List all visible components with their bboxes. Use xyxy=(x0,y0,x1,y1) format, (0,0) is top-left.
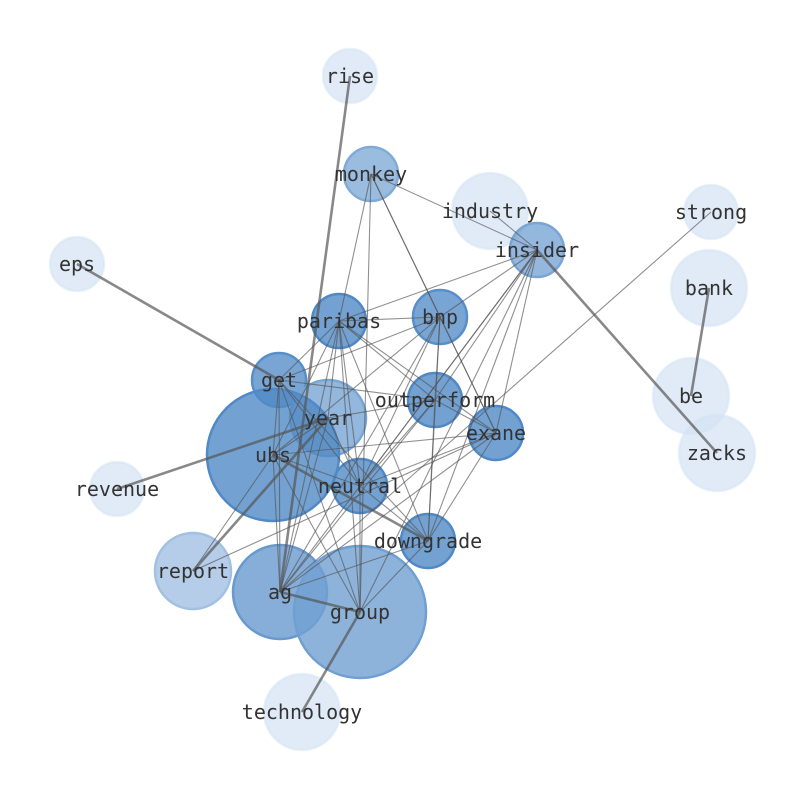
edge-industry-insider xyxy=(489,210,538,251)
node-label-year: year xyxy=(304,406,352,430)
edge-bnp-insider xyxy=(439,249,538,318)
node-label-insider: insider xyxy=(495,238,579,262)
edge-neutral-downgrade xyxy=(359,485,429,542)
edge-ubs-report xyxy=(192,454,274,572)
edge-get-group xyxy=(278,379,361,613)
edge-paribas-year xyxy=(327,320,340,419)
edge-get-neutral xyxy=(278,379,361,487)
edge-bank-be xyxy=(689,287,711,397)
node-label-get: get xyxy=(261,368,297,392)
node-label-be: be xyxy=(679,384,703,408)
edge-insider-neutral xyxy=(359,249,538,487)
edge-exane-report xyxy=(192,432,497,572)
edge-exane-insider xyxy=(495,249,538,434)
node-label-outperform: outperform xyxy=(375,388,495,412)
node-label-bank: bank xyxy=(685,276,733,300)
edge-report-year xyxy=(192,417,329,572)
node-label-technology: technology xyxy=(242,700,362,724)
edge-revenue-year xyxy=(116,416,329,491)
edge-rise-ag xyxy=(278,75,352,593)
edge-downgrade-ag xyxy=(279,540,429,593)
edge-strong-ag xyxy=(279,211,712,593)
node-label-zacks: zacks xyxy=(687,441,747,465)
edge-paribas-ag xyxy=(279,320,340,593)
edge-monkey-insider xyxy=(370,173,538,251)
edge-bnp-ubs xyxy=(272,316,441,456)
edge-paribas-exane xyxy=(338,320,497,434)
node-label-report: report xyxy=(157,559,229,583)
edge-outperform-insider xyxy=(434,249,538,401)
node-label-ag: ag xyxy=(268,580,292,604)
node-label-group: group xyxy=(330,600,390,624)
edge-monkey-paribas xyxy=(338,173,372,322)
edge-paribas-get xyxy=(278,320,340,381)
edge-eps-get xyxy=(76,262,280,382)
edge-year-ubs xyxy=(272,417,329,456)
edges-layer xyxy=(76,75,718,713)
edge-exane-ubs xyxy=(272,432,497,456)
edge-exane-neutral xyxy=(359,432,497,487)
node-label-exane: exane xyxy=(466,421,526,445)
edge-year-outperform xyxy=(327,399,436,419)
node-label-strong: strong xyxy=(675,200,747,224)
edge-year-neutral xyxy=(327,417,361,487)
edge-get-ubs xyxy=(272,379,280,456)
edge-paribas-bnp xyxy=(338,316,441,322)
edge-ubs-group xyxy=(272,454,361,613)
edge-bnp-exane xyxy=(439,316,497,434)
edge-insider-zacks xyxy=(536,249,718,454)
edge-exane-downgrade xyxy=(427,432,497,542)
node-label-neutral: neutral xyxy=(318,474,402,498)
edge-paribas-group xyxy=(338,320,361,613)
edge-insider-group xyxy=(359,249,538,613)
edge-ubs-neutral xyxy=(272,454,361,487)
edge-ag-group xyxy=(279,590,361,614)
edge-neutral-ag xyxy=(279,485,361,593)
edge-get-downgrade xyxy=(278,379,429,542)
edge-monkey-group xyxy=(359,173,372,613)
edge-bnp-neutral xyxy=(359,316,441,487)
edge-paribas-neutral xyxy=(338,320,361,487)
node-label-bnp: bnp xyxy=(422,305,458,329)
edge-exane-ag xyxy=(279,432,497,593)
node-label-revenue: revenue xyxy=(75,477,159,501)
edge-outperform-exane xyxy=(434,399,497,434)
edge-bnp-ag xyxy=(279,316,441,593)
node-label-eps: eps xyxy=(59,252,95,276)
edge-get-outperform xyxy=(278,379,436,401)
node-label-downgrade: downgrade xyxy=(374,529,482,553)
edge-outperform-downgrade xyxy=(427,399,436,542)
node-label-monkey: monkey xyxy=(335,162,407,186)
edge-bnp-get xyxy=(278,316,441,381)
edge-downgrade-group xyxy=(359,540,429,613)
edge-paribas-insider xyxy=(338,249,538,322)
edge-year-ag xyxy=(279,417,329,593)
edge-paribas-ubs xyxy=(272,320,340,456)
edge-get-ag xyxy=(278,379,281,593)
node-label-rise: rise xyxy=(326,64,374,88)
edge-insider-downgrade xyxy=(427,249,538,542)
edge-group-technology xyxy=(300,611,362,713)
node-label-paribas: paribas xyxy=(297,309,381,333)
edge-ubs-ag xyxy=(272,454,281,593)
node-label-industry: industry xyxy=(442,199,538,223)
node-label-ubs: ubs xyxy=(255,443,291,467)
labels-layer: rise monkey industry strong eps insider bank pa… xyxy=(59,64,747,724)
